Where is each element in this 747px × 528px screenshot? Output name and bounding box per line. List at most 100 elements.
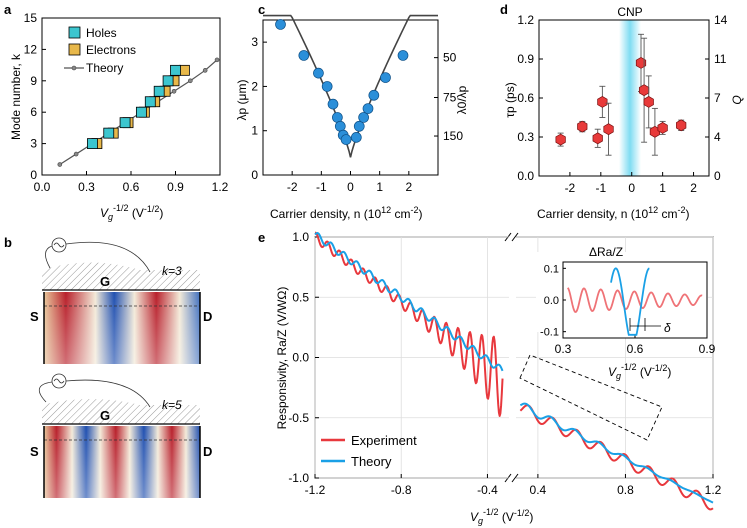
ytick-label-a: 3 [30, 137, 37, 151]
inset-ytick-label: 0.1 [544, 263, 559, 275]
ytick-label-e: 0.5 [292, 290, 309, 304]
panel-letter-e: e [258, 230, 265, 245]
highlight-box [519, 354, 663, 441]
field-fade-k5 [44, 426, 200, 498]
xtick-label-e: -0.8 [391, 483, 412, 497]
ytick-label-d: 0.0 [517, 169, 534, 183]
xtick-label-a: 0.3 [78, 180, 95, 194]
ytick-label-d: 1.2 [517, 13, 534, 27]
data-point-d [603, 123, 614, 136]
data-point-d [635, 56, 647, 69]
ytick-label-c: 0 [251, 168, 258, 182]
theory-point-a [57, 162, 63, 167]
data-point-c [313, 67, 324, 79]
ylabel-left-d: τp (ps) [503, 82, 517, 117]
inset-xtick-label: 0.9 [699, 342, 716, 356]
xtick-label-c: -2 [287, 180, 298, 194]
xtick-label-e: -1.2 [305, 483, 326, 497]
theory-point-a [73, 151, 79, 157]
data-point-d [597, 95, 608, 108]
hole-point [135, 106, 147, 118]
ylabel-e: Responsivity, Ra/Z (V/WΩ) [275, 287, 289, 430]
xtick-label-e: 0.8 [617, 483, 634, 497]
xtick-label-d: 1 [659, 181, 666, 195]
xtick-label-d: 0 [628, 181, 635, 195]
source-label-k3: S [30, 309, 39, 324]
axes-frame-c [262, 19, 439, 176]
inset-title: ΔRa/Z [589, 245, 623, 259]
ytick-label-e: 0.0 [292, 351, 309, 365]
marks-d [555, 33, 687, 156]
xtick-label-c: 2 [405, 180, 412, 194]
data-point-c [340, 134, 352, 145]
wire-1b [65, 241, 151, 273]
legend-electrons-swatch [68, 43, 81, 56]
xlabel-e: Vg-1/2 (V-1/2) [470, 507, 533, 526]
xtick-label-d: -2 [565, 181, 576, 195]
ytick-label-d: 0.6 [517, 91, 534, 105]
data-point-d [657, 121, 668, 134]
gate-hatch-2 [42, 399, 200, 424]
xlabel-a: Vg-1/2 (V-1/2) [100, 203, 163, 222]
inset-xlabel: Vg-1/2 (V-1/2) [608, 362, 671, 381]
experiment-curve-left [314, 231, 504, 417]
ytick-right-label-c: 75 [443, 91, 457, 105]
drain-label-k3: D [203, 309, 212, 324]
legend-a: Holes Electrons Theory [64, 26, 136, 75]
inset-xtick-label: 0.6 [627, 342, 644, 356]
xlabel-d: Carrier density, n (1012 cm-2) [537, 205, 690, 221]
xtick-label-e: 0.4 [530, 483, 547, 497]
marks-a [57, 57, 220, 167]
inset-ytick-label: 0.0 [544, 295, 559, 307]
data-point-c [334, 120, 346, 132]
xtick-label-a: 0.0 [34, 180, 51, 194]
data-point-d [555, 133, 566, 146]
data-point-d [638, 84, 650, 97]
legend-experiment-label: Experiment [351, 433, 417, 448]
gate-label-k5: G [100, 408, 110, 423]
device-k3: G k=3 S D [30, 237, 212, 364]
wire-2b [65, 379, 151, 408]
ytick-label-a: 6 [30, 105, 37, 119]
inset-xtick-label: 0.3 [555, 342, 572, 356]
legend-theory-marker [71, 65, 77, 71]
cnp-band [619, 20, 641, 176]
ytick-label-a: 9 [30, 74, 37, 88]
ytick-label-a: 15 [24, 11, 38, 25]
xtick-label-e: -0.4 [477, 483, 498, 497]
ytick-label-d: 0.9 [517, 52, 534, 66]
ytick-label-e: 1.0 [292, 230, 309, 244]
ytick-right-label-d: 4 [714, 130, 721, 144]
xtick-label-a: 1.2 [212, 180, 229, 194]
device-k5: G k=5 S D [30, 373, 212, 498]
panel-letter-c: c [258, 2, 265, 17]
xtick-label-a: 0.9 [167, 180, 184, 194]
xtick-label-a: 0.6 [123, 180, 140, 194]
panel-letter-d: d [500, 2, 508, 17]
hole-point [103, 127, 115, 139]
delta-label: δ [664, 321, 671, 335]
ytick-label-c: 2 [251, 79, 258, 93]
xtick-label-c: 0 [347, 180, 354, 194]
ylabel-left-c: λp (μm) [235, 80, 249, 121]
xtick-label-d: -1 [595, 181, 606, 195]
xtick-label-d: 2 [690, 181, 697, 195]
theory-point-a [188, 78, 193, 84]
grid-e [314, 236, 714, 479]
ylabel-right-d: Q [730, 95, 744, 104]
ytick-right-label-c: 50 [443, 51, 457, 65]
field-fade-k3 [44, 292, 200, 364]
theory-curve-right [519, 402, 714, 504]
data-point-c [350, 132, 362, 143]
hole-point [162, 75, 174, 87]
ytick-right-label-c: 150 [443, 129, 463, 143]
gate-label-k3: G [100, 274, 110, 289]
axes-frame-a [41, 17, 221, 176]
legend-electrons-label: Electrons [86, 43, 136, 57]
ac-source-wave-2 [53, 378, 65, 384]
gate-hatch-1 [42, 262, 200, 290]
data-point-c [327, 98, 339, 110]
